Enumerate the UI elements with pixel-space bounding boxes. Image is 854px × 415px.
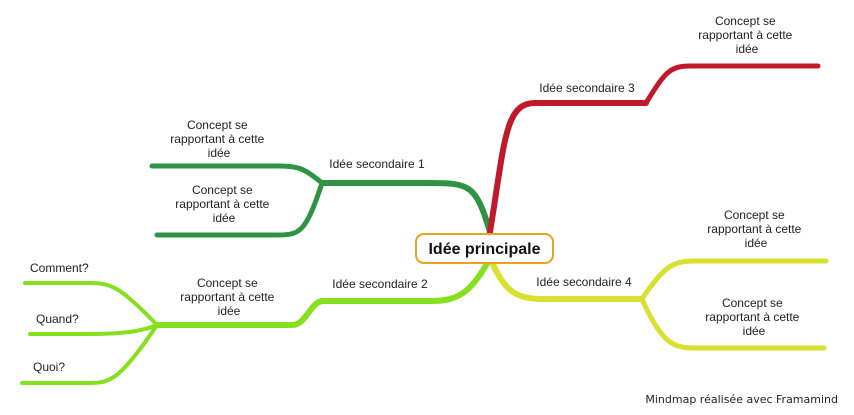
branch-1-child-1-label[interactable]: Concept se rapportant à cette idée: [170, 118, 267, 160]
branch-idee-secondaire-4: [487, 255, 829, 351]
branch-1-child-1-line: [149, 163, 325, 186]
leaf-quoi-label[interactable]: Quoi?: [33, 360, 65, 374]
branch-2-leaf-quand-line: [28, 323, 159, 336]
branch-1-main-line: [319, 180, 493, 235]
branch-2-main-line: [154, 255, 493, 328]
branch-3-child-1-label[interactable]: Concept se rapportant à cette idée: [698, 14, 795, 56]
branch-4-child-2-label[interactable]: Concept se rapportant à cette idée: [705, 296, 802, 338]
branch-2-leaf-comment-line: [23, 281, 159, 327]
leaf-quand-label[interactable]: Quand?: [36, 312, 79, 326]
branch-3-main-line: [487, 100, 649, 235]
center-node-box: [415, 233, 554, 264]
branch-2-label[interactable]: Idée secondaire 2: [332, 277, 428, 291]
branch-4-child-2-line: [639, 296, 827, 351]
branch-1-child-2-line: [154, 180, 325, 238]
branch-4-main-line: [487, 255, 645, 302]
footer-credit: Mindmap réalisée avec Framamind: [645, 393, 838, 406]
branch-1-label[interactable]: Idée secondaire 1: [329, 157, 425, 171]
branch-idee-secondaire-3: [487, 63, 821, 235]
branch-1-child-2-label[interactable]: Concept se rapportant à cette idée: [175, 183, 272, 225]
branch-4-child-1-line: [639, 258, 829, 302]
branch-idee-secondaire-1: [149, 163, 493, 238]
leaf-comment-label[interactable]: Comment?: [30, 261, 89, 275]
branch-2-leaf-quoi-line: [20, 323, 159, 385]
branch-3-label[interactable]: Idée secondaire 3: [539, 81, 635, 95]
branch-2-child-1-label[interactable]: Concept se rapportant à cette idée: [180, 276, 277, 318]
center-node[interactable]: Idée principale: [415, 233, 554, 264]
branch-4-label[interactable]: Idée secondaire 4: [536, 275, 632, 289]
branch-3-child-1-line: [643, 63, 821, 106]
branch-4-child-1-label[interactable]: Concept se rapportant à cette idée: [707, 208, 804, 250]
branch-idee-secondaire-2: [20, 255, 493, 385]
center-node-label: Idée principale: [428, 241, 540, 258]
